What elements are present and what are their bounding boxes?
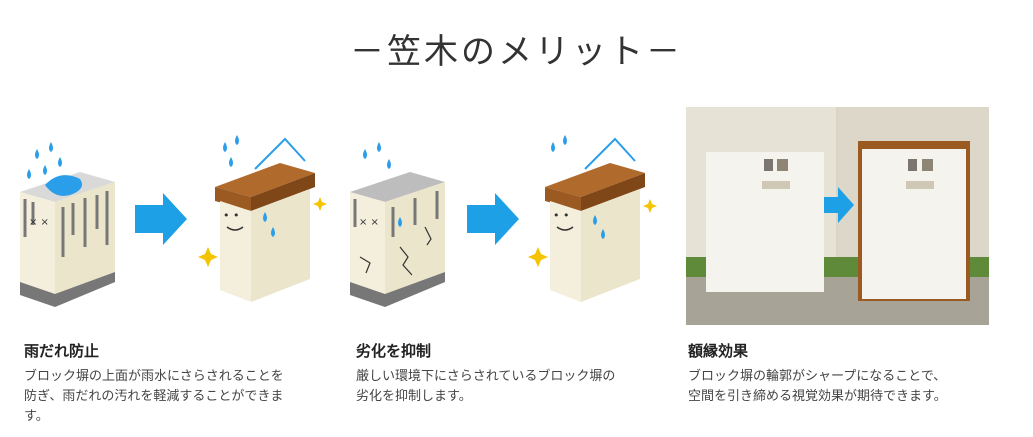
merit-description-frame-effect: ブロック塀の輪郭がシャープになることで、 空間を引き締める視覚効果が期待できます…	[688, 367, 988, 407]
page-title: －笠木のメリット－	[350, 32, 683, 72]
merit-description-degradation: 厳しい環境下にさらされているブロック塀の 劣化を抑制します。	[356, 367, 656, 407]
arrow-right-icon	[467, 193, 519, 245]
description-line: ブロック塀の上面が雨水にさらされることを	[24, 369, 284, 384]
illustration-degradation: × × • •	[345, 107, 670, 325]
svg-text:× ×: × ×	[29, 217, 49, 228]
arrow-right-icon	[135, 193, 187, 245]
sparkle-icon	[528, 199, 657, 267]
raindrop-icon	[363, 142, 402, 227]
description-line: 防ぎ、雨だれの汚れを軽減することができま	[24, 389, 284, 404]
svg-text:• •: • •	[223, 209, 239, 222]
description-line: 劣化を抑制します。	[356, 389, 472, 404]
svg-text:× ×: × ×	[359, 217, 379, 228]
frame-effect-photo	[686, 107, 989, 325]
arrow-right-icon	[824, 187, 854, 223]
description-line: 厳しい環境下にさらされているブロック塀の	[356, 369, 616, 384]
raindrop-icon	[551, 135, 605, 239]
description-line: 空間を引き締める視覚効果が期待できます。	[688, 389, 947, 404]
description-line: す。	[24, 409, 49, 424]
illustration-rain-stain: × × • •	[15, 107, 340, 325]
merit-description-rain-prevention: ブロック塀の上面が雨水にさらされることを 防ぎ、雨だれの汚れを軽減することができ…	[24, 367, 324, 427]
cracked-block-illustration: × ×	[350, 172, 445, 307]
description-line: ブロック塀の輪郭がシャープになることで、	[688, 369, 947, 384]
merit-heading-degradation: 劣化を抑制	[356, 342, 432, 360]
svg-text:• •: • •	[553, 209, 569, 222]
sparkle-icon	[198, 197, 327, 267]
stained-block-illustration: × ×	[20, 172, 115, 307]
coped-block-illustration: • •	[215, 137, 315, 302]
merit-heading-rain-prevention: 雨だれ防止	[24, 342, 100, 360]
raindrop-icon	[223, 135, 275, 237]
raindrop-icon	[27, 142, 62, 179]
merit-heading-frame-effect: 額縁効果	[688, 342, 749, 360]
